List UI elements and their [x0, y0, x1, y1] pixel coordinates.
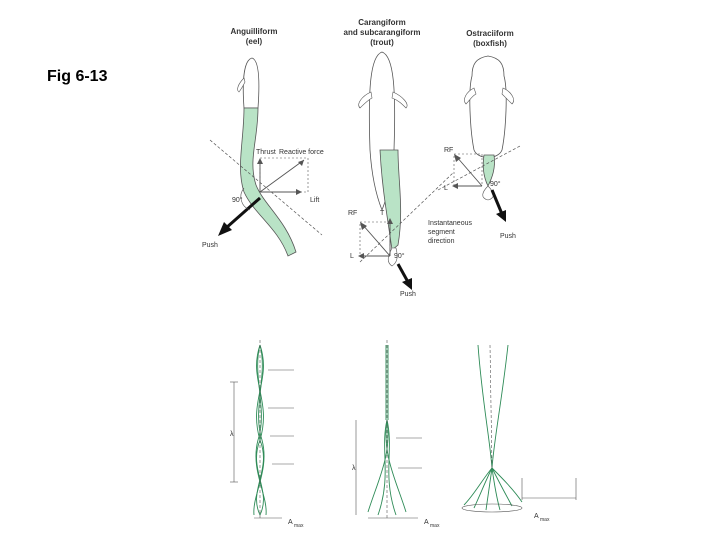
eel-lift-label: Lift: [310, 197, 319, 204]
svg-text:Ostraciiform: Ostraciiform: [466, 29, 514, 38]
eel-figure: Thrust Reactive force Lift 90° Push: [202, 57, 324, 257]
eel-thrust-label: Thrust: [256, 149, 276, 156]
trout-segment-label-3: direction: [428, 238, 455, 245]
figure-label: Fig 6-13: [47, 68, 108, 85]
amax-sub-boxfish: max: [540, 517, 550, 523]
trout-rf-label: RF: [348, 210, 357, 217]
trout-segment-label-1: Instantaneous: [428, 220, 472, 227]
trout-l-label: L: [350, 253, 354, 260]
svg-text:(trout): (trout): [370, 38, 394, 47]
eel-push-label: Push: [202, 242, 218, 249]
boxfish-rf-label: RF: [444, 147, 453, 154]
boxfish-wave-diagram: [461, 344, 577, 513]
boxfish-push-label: Push: [500, 233, 516, 240]
trout-t-label: T: [380, 210, 385, 217]
boxfish-figure: RF L 90° Push: [437, 55, 521, 240]
trout-segment-label-2: segment: [428, 229, 455, 236]
amax-label-trout: A: [424, 519, 429, 526]
header-anguilliform: Anguilliform (eel): [230, 27, 277, 46]
amax-sub-trout: max: [430, 523, 440, 529]
trout-wave-diagram: [355, 340, 422, 519]
amax-sub-eel: max: [294, 523, 304, 529]
header-carangiform: Carangiform and subcarangiform (trout): [344, 18, 421, 47]
lambda-label-trout: λ: [352, 465, 356, 472]
trout-angle-label: 90°: [394, 252, 405, 260]
boxfish-angle-label: 90°: [490, 180, 501, 188]
eel-reactive-label: Reactive force: [279, 149, 324, 156]
lambda-label-eel: λ: [230, 431, 234, 438]
header-ostraciiform: Ostraciiform (boxfish): [466, 29, 514, 48]
locomotion-figure: Anguilliform (eel) Carangiform and subca…: [192, 0, 600, 540]
svg-text:(boxfish): (boxfish): [473, 39, 507, 48]
amax-label-boxfish: A: [534, 513, 539, 520]
svg-text:(eel): (eel): [246, 37, 263, 46]
eel-wave-diagram: [230, 340, 294, 519]
svg-text:and subcarangiform: and subcarangiform: [344, 28, 421, 37]
svg-text:Carangiform: Carangiform: [358, 18, 406, 27]
amax-label-eel: A: [288, 519, 293, 526]
trout-figure: RF T L 90° Push Instantaneous segment di…: [348, 51, 472, 298]
eel-angle-label: 90°: [232, 196, 243, 204]
boxfish-l-label: L: [444, 185, 448, 192]
svg-text:Anguilliform: Anguilliform: [230, 27, 277, 36]
locomotion-diagram: Anguilliform (eel) Carangiform and subca…: [192, 0, 600, 540]
trout-push-label: Push: [400, 291, 416, 298]
